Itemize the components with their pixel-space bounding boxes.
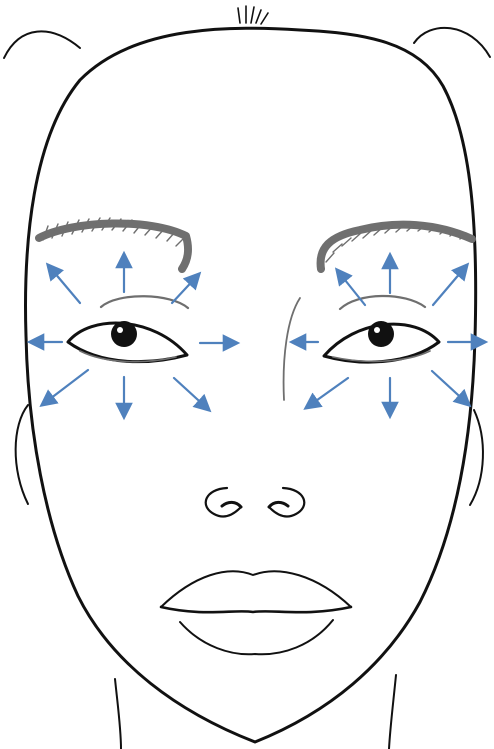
right-neck-line xyxy=(389,675,396,749)
lower-lip xyxy=(180,620,333,654)
upper-lip xyxy=(161,571,351,607)
right-eye-arrow-up-right xyxy=(433,265,467,305)
right-upper-lid-crease xyxy=(340,296,425,309)
right-eye-arrow-up-left xyxy=(337,270,365,305)
lip-center-line xyxy=(161,607,351,612)
left-ear xyxy=(16,405,28,504)
nose-bridge xyxy=(284,298,300,400)
nose xyxy=(206,298,305,516)
eyes xyxy=(68,296,439,362)
right-eye-arrow-down-left xyxy=(306,378,348,408)
left-eye-arrow-up-right xyxy=(172,274,199,303)
left-nostril-shadow xyxy=(222,502,241,507)
left-eye-arrow-up-left xyxy=(48,265,80,303)
eyebrows xyxy=(39,218,472,269)
right-eye-highlight xyxy=(374,327,380,333)
right-eye-arrow-down-right xyxy=(432,371,469,405)
left-neck-line xyxy=(115,679,121,749)
right-iris xyxy=(368,321,394,347)
right-hair-top xyxy=(414,28,490,57)
hair-strands xyxy=(238,6,268,24)
head-outline xyxy=(26,28,476,742)
left-upper-lid-crease xyxy=(101,296,188,308)
left-hair-top xyxy=(4,31,80,58)
left-eye-arrow-down-left xyxy=(42,370,88,405)
left-iris xyxy=(111,321,137,347)
mouth xyxy=(161,571,351,654)
left-eye-arrow-down-right xyxy=(174,378,209,410)
left-eyebrow xyxy=(39,223,188,269)
arrows xyxy=(30,254,485,417)
left-eye-highlight xyxy=(117,327,123,333)
right-ear xyxy=(470,410,483,505)
right-nostril-shadow xyxy=(269,502,288,507)
right-eye-lower-lid xyxy=(333,351,430,361)
